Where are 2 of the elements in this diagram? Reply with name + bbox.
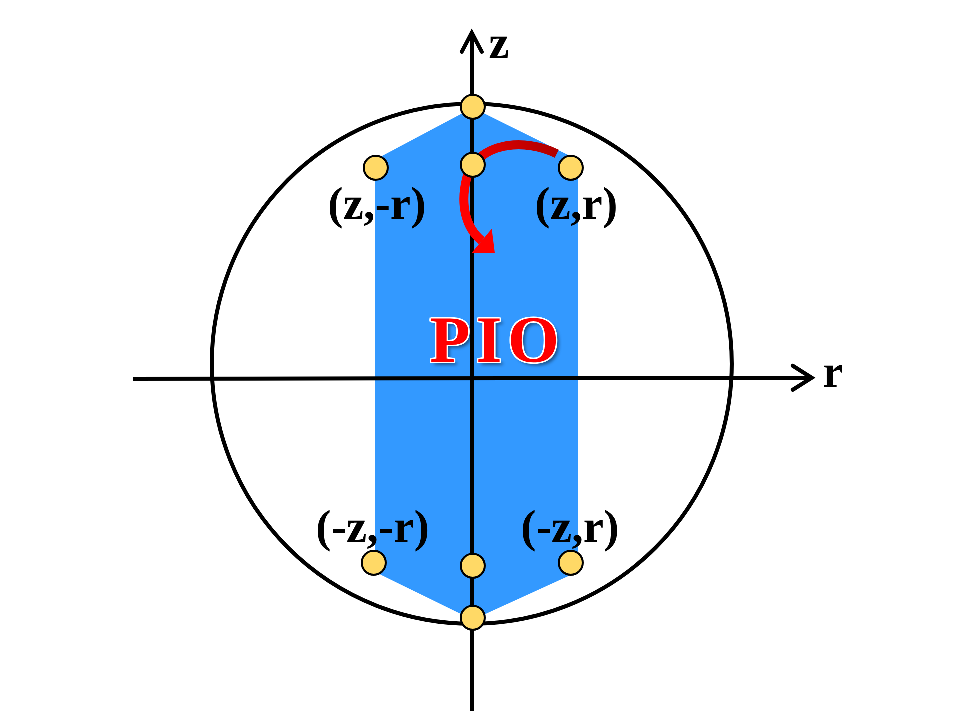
axis-label: r (823, 349, 844, 395)
axis-label: z (489, 20, 510, 66)
